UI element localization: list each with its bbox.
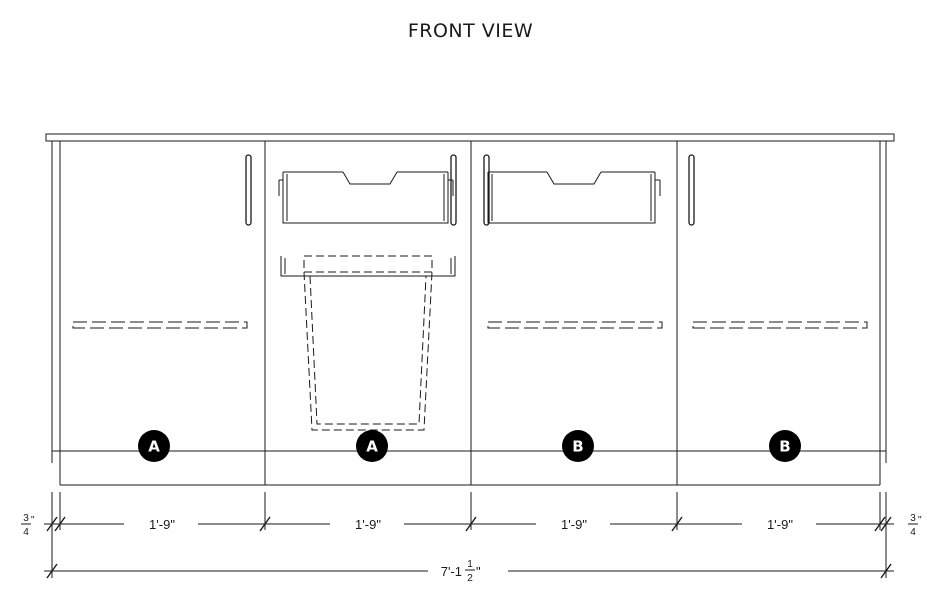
- hidden-shelf-4: [692, 321, 868, 329]
- wire-basket-1: [278, 171, 454, 224]
- dimension-label-section-2: 1'-9": [355, 517, 381, 532]
- cabinet-body: [51, 140, 887, 486]
- dimension-label-section-1: 1'-9": [149, 517, 175, 532]
- dimension-label-overall: 7'-1 1 2 ": [441, 559, 481, 584]
- door-handle-1: [245, 154, 252, 226]
- trash-bin-pullout: [280, 255, 456, 431]
- overall-whole: 7'-1: [441, 564, 462, 579]
- overall-denominator: 2: [467, 573, 473, 584]
- hidden-bin-outer: [303, 271, 433, 431]
- fraction-denominator: 4: [910, 527, 916, 538]
- inch-mark: ": [918, 515, 922, 526]
- dimension-label-right-side: 3 4 ": [908, 513, 922, 538]
- countertop: [45, 133, 895, 142]
- hidden-bin-inner: [309, 275, 427, 425]
- cabinet-tag-3: B: [562, 430, 594, 462]
- tag-label: B: [779, 438, 790, 456]
- cabinet-outline: [51, 140, 887, 452]
- door-handle-2: [450, 154, 457, 226]
- door-handle-4: [688, 154, 695, 226]
- dimension-label-left-side: 3 4 ": [21, 513, 35, 538]
- hidden-bin-rim: [303, 255, 433, 273]
- tag-label: A: [148, 438, 160, 456]
- fraction-numerator: 3: [23, 513, 29, 524]
- cabinet-tag-1: A: [138, 430, 170, 462]
- inch-mark: ": [31, 515, 35, 526]
- overall-dimension-line: [44, 563, 894, 579]
- dimension-label-section-4: 1'-9": [767, 517, 793, 532]
- dimension-label-section-3: 1'-9": [561, 517, 587, 532]
- overall-numerator: 1: [467, 559, 473, 570]
- hidden-shelf-1: [72, 321, 248, 329]
- fraction-denominator: 4: [23, 527, 29, 538]
- cabinet-tag-4: B: [769, 430, 801, 462]
- tag-label: A: [366, 438, 378, 456]
- cabinet-tag-2: A: [356, 430, 388, 462]
- drawing-title: FRONT VIEW: [407, 20, 534, 42]
- wire-basket-2: [487, 171, 661, 224]
- door-handle-3: [483, 154, 490, 226]
- tag-label: B: [572, 438, 583, 456]
- hidden-shelf-3: [487, 321, 663, 329]
- overall-inch-mark: ": [476, 564, 481, 579]
- section-dimension-line: [44, 516, 894, 532]
- fraction-numerator: 3: [910, 513, 916, 524]
